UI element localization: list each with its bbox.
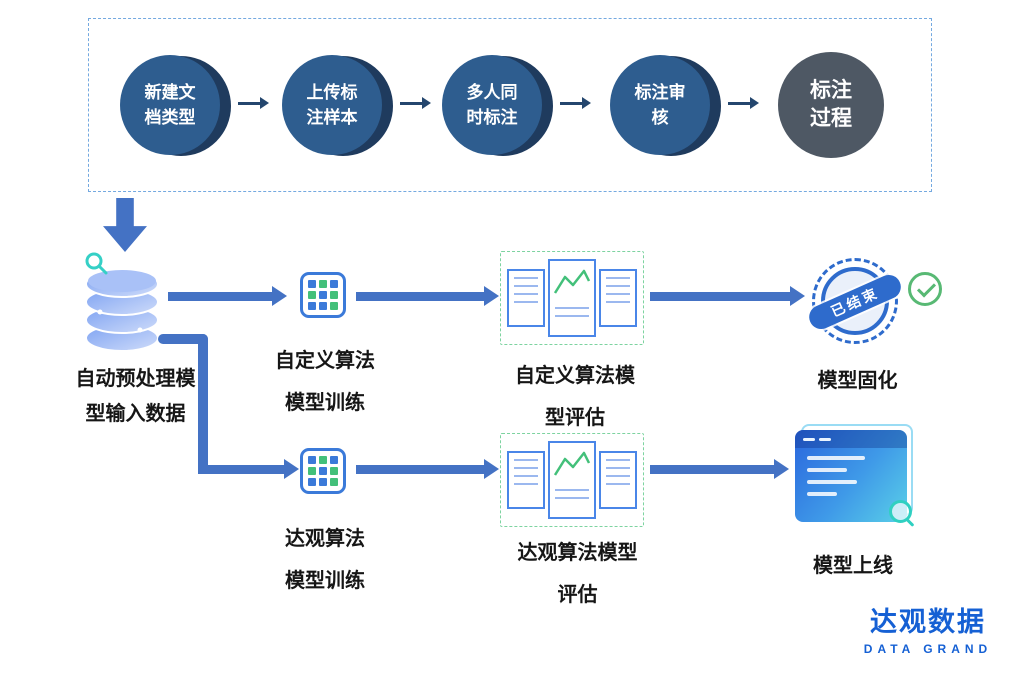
arrow-custom-train-to-eval bbox=[356, 286, 499, 306]
model-evaluation-icon-datagrand bbox=[500, 433, 644, 527]
step-label: 标注审 核 bbox=[610, 55, 710, 155]
step-connector-arrow bbox=[728, 97, 759, 109]
logo-name: 达观数据 bbox=[870, 607, 986, 637]
solidify-label: 模型固化 bbox=[817, 370, 898, 392]
magnifier-icon bbox=[889, 500, 919, 530]
arrow-db-to-custom-train bbox=[168, 286, 287, 306]
logo: 达观数据 DATA GRAND bbox=[838, 600, 1018, 656]
chart-page-icon bbox=[548, 441, 596, 519]
step-circle-review: 标注审 核 bbox=[610, 55, 721, 156]
document-page-icon bbox=[599, 451, 637, 509]
flow-down-arrow bbox=[103, 198, 147, 252]
arrow-custom-eval-to-solidify bbox=[650, 286, 805, 306]
step-connector-arrow bbox=[560, 97, 591, 109]
custom-train-label: 自定义算法 模型训练 bbox=[275, 350, 375, 414]
custom-eval-label: 自定义算法模 型评估 bbox=[515, 365, 635, 429]
browser-window-icon bbox=[795, 430, 907, 522]
database-icon-graphic bbox=[85, 252, 159, 352]
model-evaluation-icon-custom bbox=[500, 251, 644, 345]
dg-eval-label: 达观算法模型 评估 bbox=[517, 542, 638, 606]
model-training-icon-custom bbox=[300, 272, 346, 318]
dg-train-label: 达观算法 模型训练 bbox=[285, 528, 365, 592]
finished-stamp-icon: 已结束 bbox=[805, 258, 905, 344]
step-connector-arrow bbox=[400, 97, 431, 109]
db-label: 自动预处理模 型输入数据 bbox=[75, 368, 196, 425]
step-circle-upload-samples: 上传标 注样本 bbox=[282, 55, 393, 156]
elbow-stub bbox=[158, 334, 208, 344]
step-circle-new-doc-type: 新建文 档类型 bbox=[120, 55, 231, 156]
browser-topbar bbox=[795, 430, 907, 448]
step-label: 标注 过程 bbox=[778, 52, 884, 158]
chart-page-icon bbox=[548, 259, 596, 337]
document-page-icon bbox=[507, 269, 545, 327]
check-icon bbox=[908, 272, 942, 306]
document-page-icon bbox=[599, 269, 637, 327]
step-label: 多人同 时标注 bbox=[442, 55, 542, 155]
step-label: 上传标 注样本 bbox=[282, 55, 382, 155]
database-icon bbox=[80, 250, 165, 360]
online-label: 模型上线 bbox=[813, 555, 893, 577]
step-label: 新建文 档类型 bbox=[120, 55, 220, 155]
step-circle-annotation-process: 标注 过程 bbox=[778, 52, 884, 158]
arrow-dg-train-to-eval bbox=[356, 459, 499, 479]
logo-subtitle: DATA GRAND bbox=[863, 642, 993, 656]
arrow-dg-eval-to-online bbox=[650, 459, 789, 479]
model-online-icon bbox=[795, 424, 913, 523]
model-training-icon-datagrand bbox=[300, 448, 346, 494]
document-page-icon bbox=[507, 451, 545, 509]
arrow-db-to-dg-train bbox=[198, 459, 299, 479]
step-connector-arrow bbox=[238, 97, 269, 109]
elbow-vertical bbox=[198, 334, 208, 474]
step-circle-multi-annotate: 多人同 时标注 bbox=[442, 55, 553, 156]
